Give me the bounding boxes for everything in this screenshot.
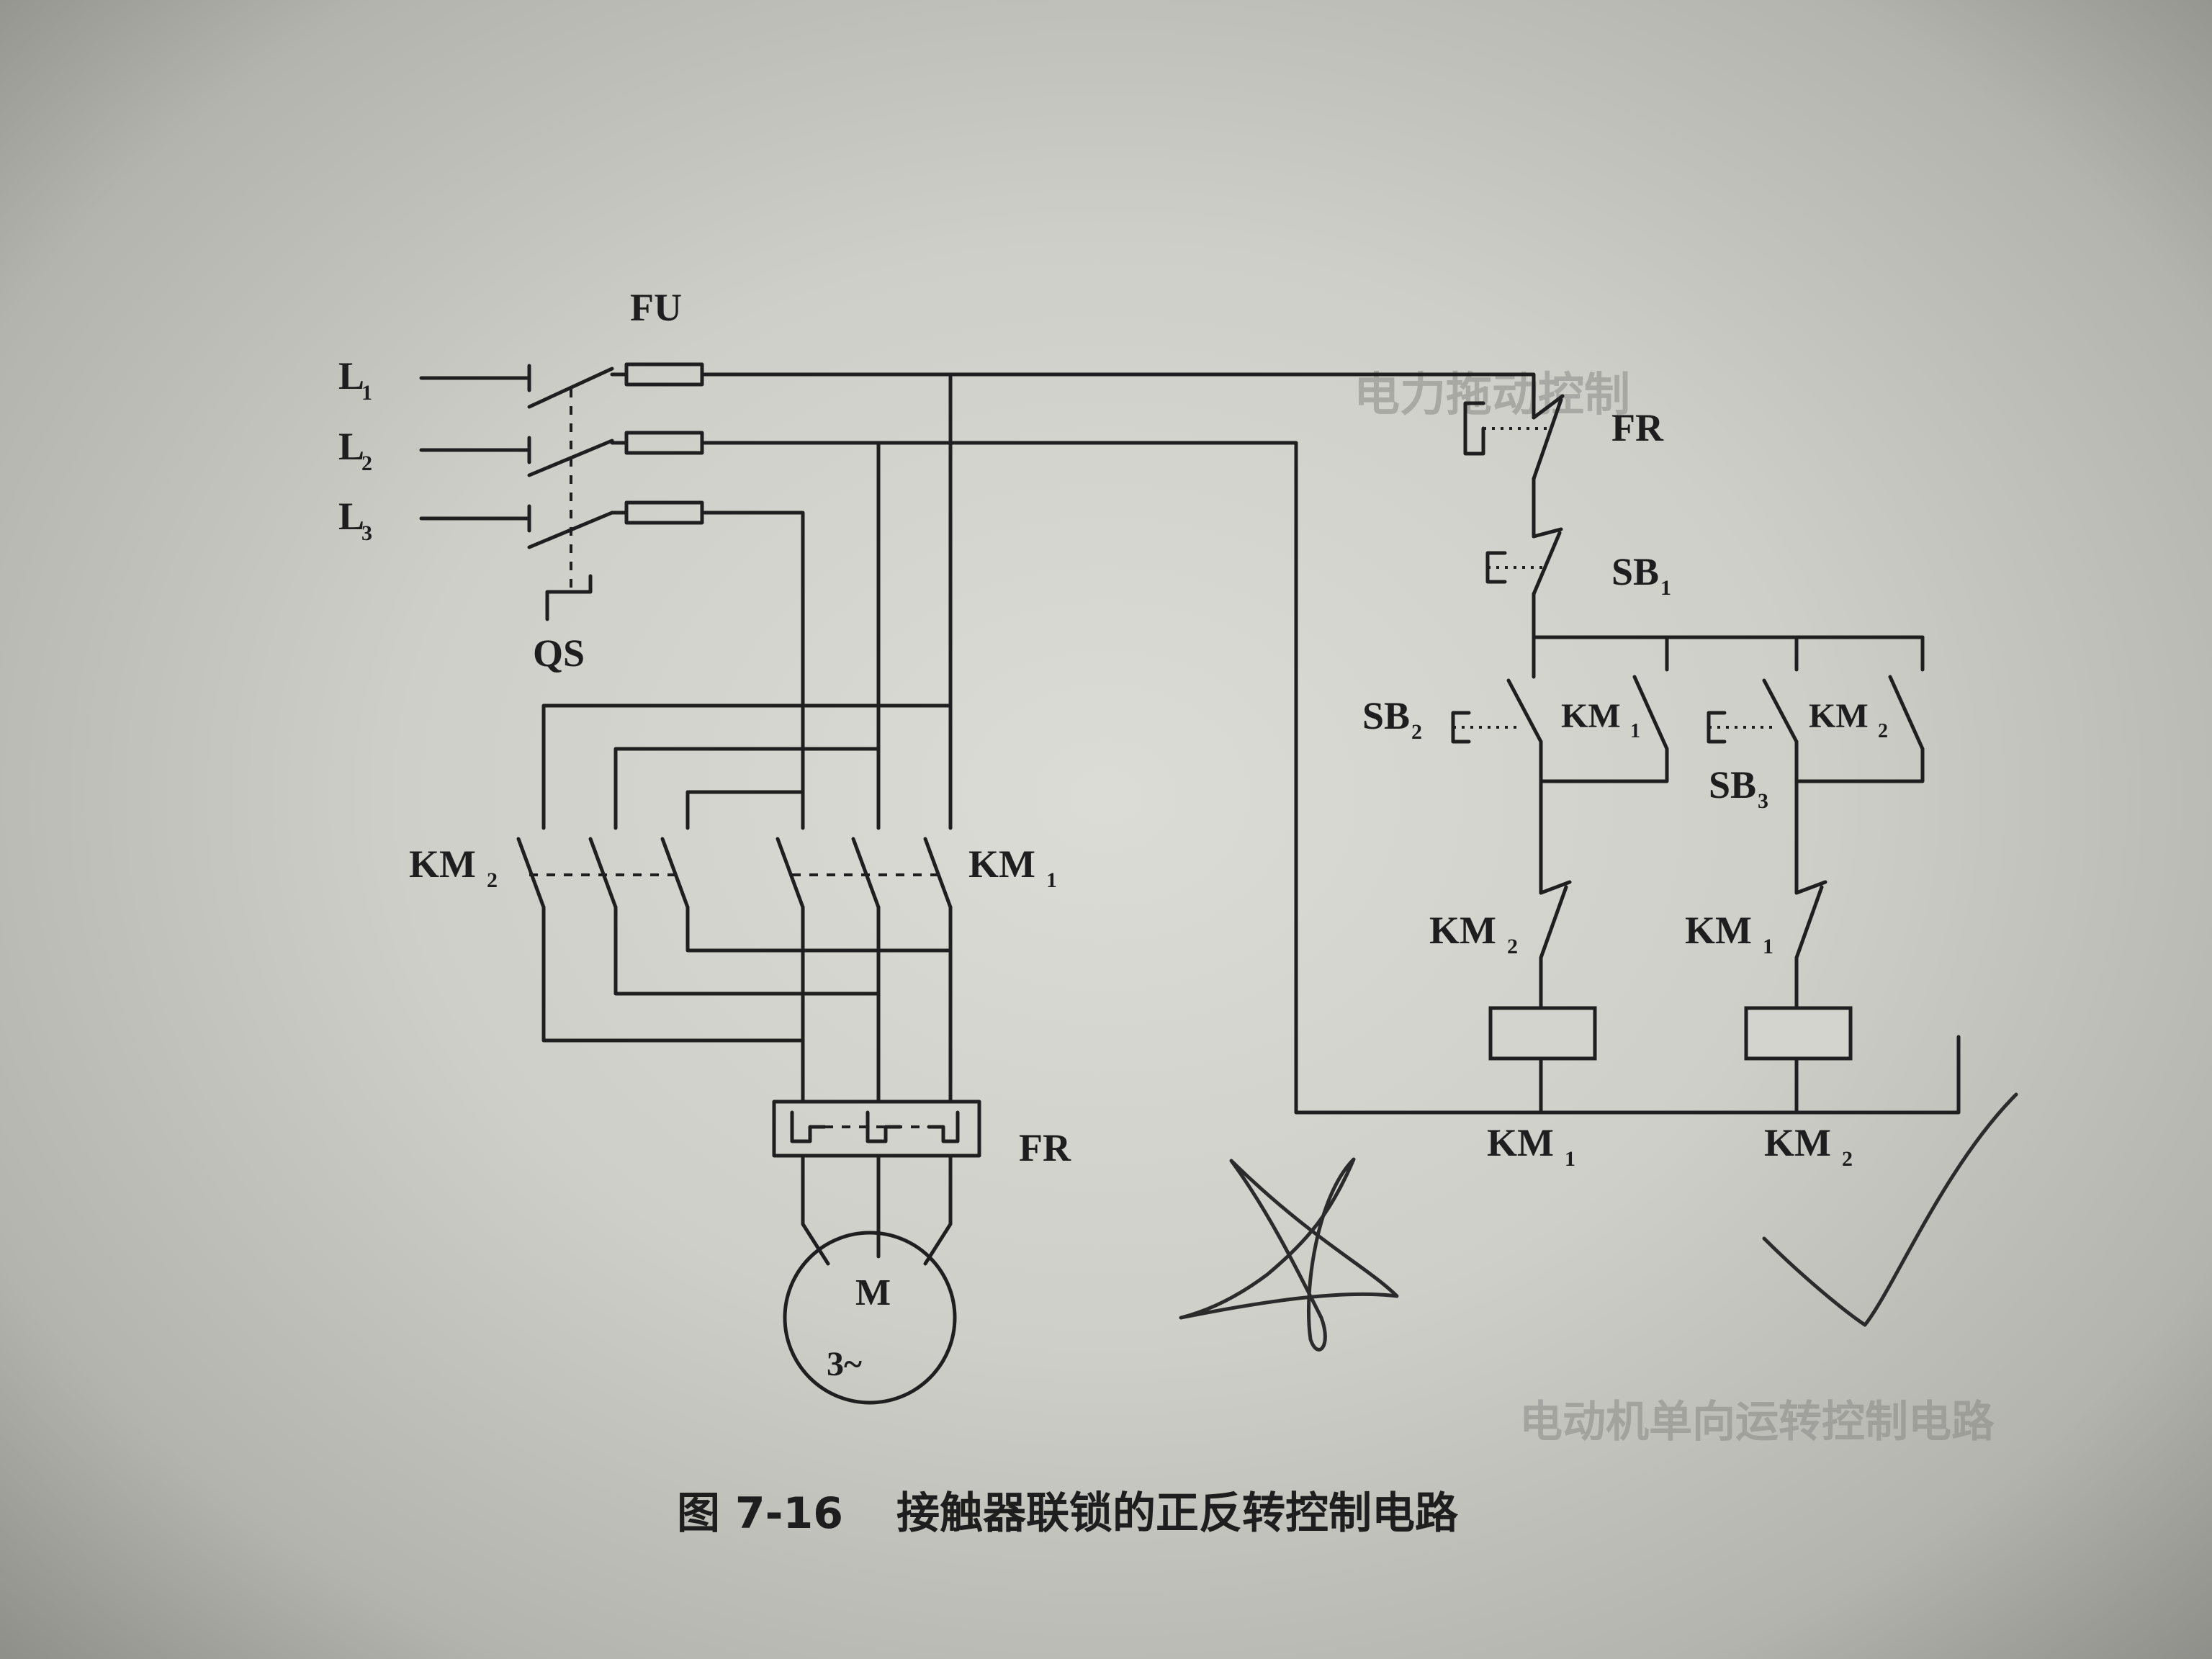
control-circuit	[1451, 394, 1925, 1115]
figure-caption: 图 7-16 接触器联锁的正反转控制电路	[677, 1488, 1459, 1539]
km1-interlock-subscript: 1	[1763, 935, 1773, 958]
km1-interlock-label: KM	[1685, 909, 1752, 952]
l1-subscript: 1	[361, 381, 372, 405]
sb2-label: SB	[1362, 694, 1410, 737]
motor-label: M	[855, 1272, 891, 1313]
km1-coil	[1488, 1006, 1597, 1061]
fu-label: FU	[630, 286, 682, 329]
km2-coil	[1744, 1006, 1853, 1061]
sb1-subscript: 1	[1660, 576, 1671, 600]
km1-coil-subscript: 1	[1565, 1147, 1575, 1171]
thermal-relay-main	[772, 1100, 981, 1158]
km1-aux-label: KM	[1561, 697, 1621, 735]
km2-main-contacts	[516, 837, 690, 909]
handwritten-star	[1179, 1157, 1399, 1352]
km1-aux-subscript: 1	[1630, 720, 1640, 742]
reversing-wiring	[541, 703, 953, 1043]
handwritten-checkmark	[1762, 1092, 2018, 1327]
km2-coil-label: KM	[1764, 1121, 1831, 1164]
km1-main-subscript: 1	[1046, 868, 1057, 892]
km2-interlock-subscript: 2	[1507, 935, 1518, 958]
km2-main-subscript: 2	[487, 868, 498, 892]
km2-main-label: KM	[409, 842, 476, 886]
fr-main-label: FR	[1019, 1126, 1071, 1169]
caption-title: 接触器联锁的正反转控制电路	[896, 1488, 1459, 1539]
qs-switch	[527, 367, 614, 621]
l3-subscript: 3	[361, 521, 372, 545]
km1-main-contacts	[775, 837, 953, 909]
main-bus	[700, 372, 1961, 1115]
fr-control-label: FR	[1611, 406, 1664, 449]
motor: M 3~	[783, 1231, 957, 1405]
km2-coil-subscript: 2	[1842, 1147, 1853, 1171]
caption-number: 图 7-16	[677, 1488, 843, 1539]
l2-label: L	[338, 425, 364, 468]
supply-lines	[419, 364, 531, 533]
sb3-subscript: 3	[1758, 789, 1768, 813]
km2-aux-subscript: 2	[1878, 720, 1888, 742]
l2-subscript: 2	[361, 451, 372, 475]
sb2-subscript: 2	[1411, 720, 1422, 744]
sb3-label: SB	[1709, 763, 1756, 806]
bleed-through-text: 电力拖动控制	[1354, 369, 1630, 422]
km2-interlock-label: KM	[1429, 909, 1496, 952]
l3-label: L	[338, 495, 364, 538]
fuses	[610, 362, 704, 525]
bleed-through-text: 电动机单向运转控制电路	[1519, 1397, 1995, 1447]
km1-main-label: KM	[968, 842, 1035, 886]
l1-label: L	[338, 354, 364, 397]
qs-label: QS	[533, 631, 585, 675]
labels: FU L 1 L 2 L 3 QS KM 2 KM 1 FR FR SB 1 S…	[338, 286, 1888, 1171]
sb1-label: SB	[1611, 550, 1659, 593]
load-lines	[801, 905, 953, 1104]
km2-aux-label: KM	[1809, 697, 1869, 735]
km1-coil-label: KM	[1487, 1121, 1554, 1164]
motor-phase-label: 3~	[827, 1345, 862, 1383]
